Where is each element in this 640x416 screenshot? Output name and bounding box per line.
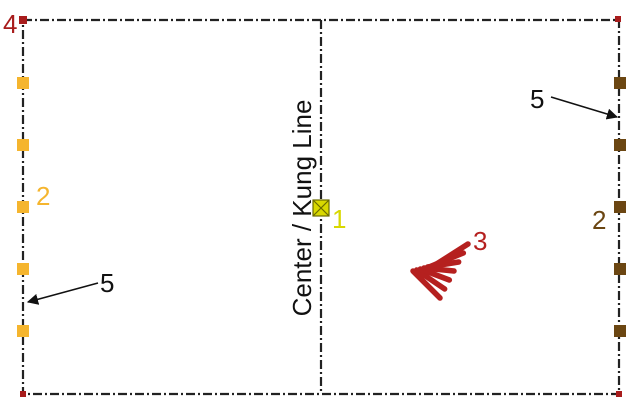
right-team-bases (614, 77, 626, 337)
crossed-square-icon (312, 199, 330, 217)
right-base-marker (614, 77, 626, 89)
callout-right-boundary-arrow: 5 (530, 84, 544, 114)
arrow-icon (550, 96, 619, 120)
callout-center-marker: 1 (332, 204, 346, 234)
callout-right-bases: 2 (592, 205, 606, 235)
left-base-marker (17, 139, 29, 151)
stick-icon (432, 241, 471, 268)
right-base-marker (614, 201, 626, 213)
stick-icon (413, 267, 448, 292)
right-base-marker (614, 325, 626, 337)
right-base-marker (614, 263, 626, 275)
left-base-marker (17, 263, 29, 275)
right-base-marker (614, 139, 626, 151)
stick-bundle (410, 241, 471, 301)
corner-marker-top-left (19, 16, 27, 24)
corner-marker-bottom-left (20, 391, 26, 397)
left-base-marker (17, 325, 29, 337)
left-base-marker (17, 201, 29, 213)
callout-left-bases: 2 (36, 181, 50, 211)
callout-left-boundary-arrow: 5 (100, 268, 114, 298)
stick-icon (410, 268, 443, 301)
callout-sticks: 3 (473, 226, 487, 256)
callout-corner: 4 (3, 9, 17, 39)
corner-marker-top-right (615, 16, 621, 22)
left-team-bases (17, 77, 29, 337)
arrow-icon (26, 282, 99, 305)
left-base-marker (17, 77, 29, 89)
corner-marker-bottom-right (616, 391, 622, 397)
center-line-label: Center / Kung Line (287, 100, 317, 317)
